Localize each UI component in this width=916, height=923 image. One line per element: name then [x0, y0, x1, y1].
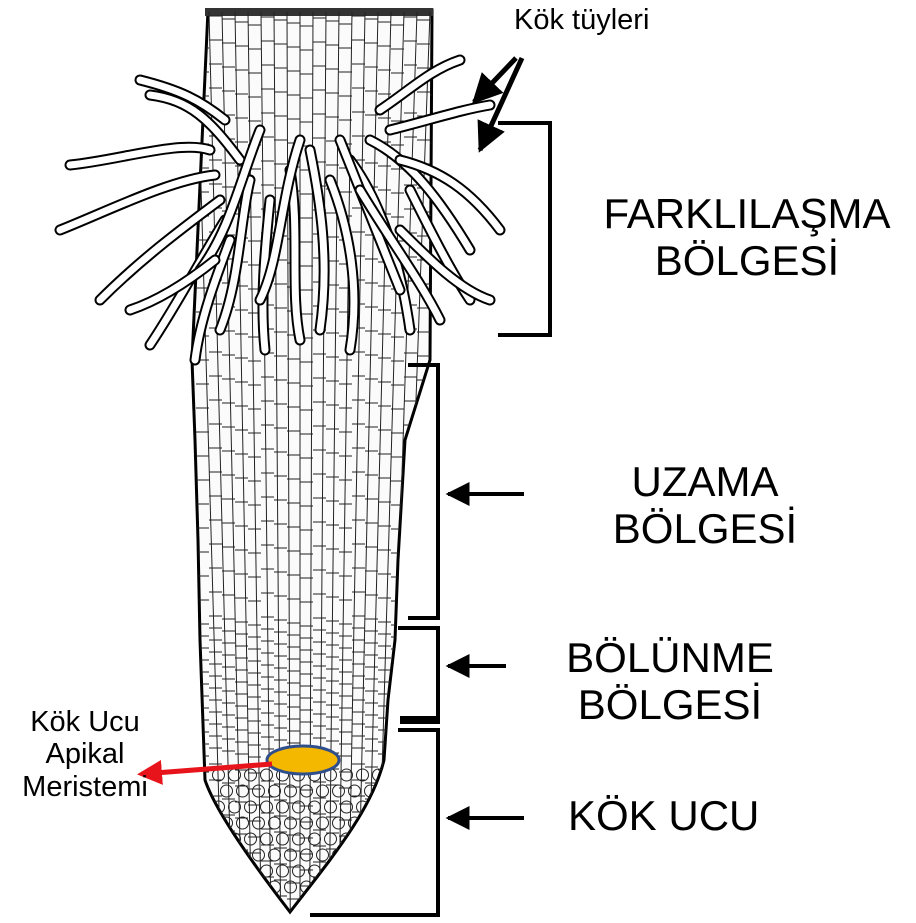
root-cap-cell — [333, 881, 345, 893]
root-cap-cell — [381, 785, 393, 797]
differentiation-zone-label: FARKLILAŞMA BÖLGESİ — [582, 190, 912, 284]
root-cap-cell — [341, 865, 353, 877]
division-zone-line-2: BÖLGESİ — [520, 681, 820, 728]
root-cap-cell — [373, 833, 385, 845]
root-cap-cell — [253, 881, 265, 893]
root-cap-cell — [373, 865, 385, 877]
root-cap-cell — [357, 833, 369, 845]
root-cap-cell — [349, 881, 361, 893]
root-cap-cell — [381, 881, 393, 893]
apical-meristem-line-1: Kök Ucu — [0, 706, 170, 738]
division-zone-line-1: BÖLÜNME — [520, 634, 820, 681]
apical-meristem-line-2: Apikal — [0, 738, 170, 770]
root-cap-cell — [213, 833, 225, 845]
apical-meristem-marker — [267, 746, 339, 774]
root-cap-cell — [357, 865, 369, 877]
root-cap-cell — [221, 849, 233, 861]
elongation-zone-line-1: UZAMA — [560, 458, 850, 505]
root-cap-cell — [365, 849, 377, 861]
root-hair-fill — [70, 147, 210, 165]
root-cap-cell — [365, 881, 377, 893]
root-cap-cell — [349, 849, 361, 861]
apical-meristem-line-3: Meristemi — [0, 771, 170, 803]
root-cap-cell — [381, 817, 393, 829]
differentiation-zone-line-1: FARKLILAŞMA — [582, 190, 912, 237]
root-hairs-label: Kök tüyleri — [514, 4, 649, 36]
elongation-zone-line-2: BÖLGESİ — [560, 505, 850, 552]
root-cap-cell — [317, 881, 329, 893]
root-cap-cell — [381, 849, 393, 861]
differentiation-zone-bracket — [498, 123, 550, 335]
division-zone-bracket — [398, 628, 438, 722]
apical-meristem-label: Kök Ucu Apikal Meristemi — [0, 706, 170, 803]
differentiation-zone-line-2: BÖLGESİ — [582, 237, 912, 284]
root-tip-label: KÖK UCU — [568, 792, 759, 839]
root-cap-cell — [365, 817, 377, 829]
root-cap-cell — [221, 881, 233, 893]
division-zone-label: BÖLÜNME BÖLGESİ — [520, 634, 820, 728]
root-cap-cell — [237, 881, 249, 893]
elongation-zone-label: UZAMA BÖLGESİ — [560, 458, 850, 552]
root-cap-cell — [373, 801, 385, 813]
root-cap-cell — [229, 865, 241, 877]
root-cap-cell — [213, 865, 225, 877]
